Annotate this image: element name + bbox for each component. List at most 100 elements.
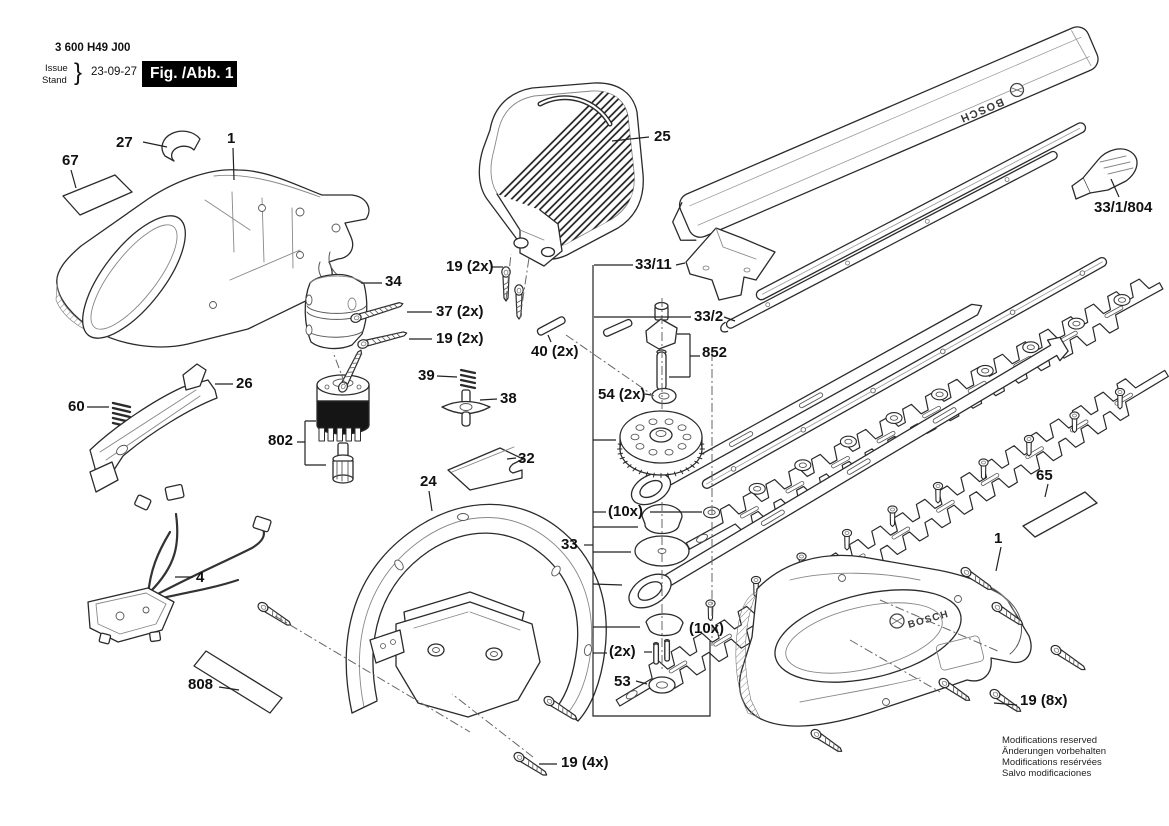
callout-53: 53: [614, 673, 631, 690]
part-54-washer-drawing: [651, 387, 677, 405]
callout-19-4x: 19 (4x): [561, 754, 609, 771]
washer-drawing: [1113, 294, 1131, 306]
part-808-label-drawing: [193, 650, 283, 714]
hand-guard-drawing: [478, 82, 644, 267]
washer-drawing: [748, 482, 766, 495]
callout-34: 34: [385, 273, 402, 290]
callout-40-2x: 40 (2x): [531, 343, 579, 360]
model-number: 3 600 H49 J00: [55, 42, 131, 54]
callout-33-2: 33/2: [694, 308, 724, 325]
issue-date: 23-09-27: [91, 66, 138, 78]
part-26-lever-drawing: [89, 363, 218, 493]
brace-glyph: }: [74, 59, 83, 86]
screw-drawing: [350, 302, 404, 323]
blade-slot: [713, 633, 732, 647]
screw-drawing: [978, 458, 989, 481]
callout-27: 27: [116, 134, 133, 151]
part-33-1-804-tip-drawing: [1071, 148, 1138, 200]
footer-note-de: Änderungen vorbehalten: [1002, 746, 1107, 757]
part-40-pins-drawing: [536, 316, 633, 337]
callout-32: 32: [518, 450, 535, 467]
figure-label: Fig. /Abb. 1: [142, 61, 237, 87]
gear-hole: [648, 448, 658, 456]
gear-hole: [630, 433, 640, 441]
blade-slot: [936, 499, 955, 513]
part-34-clamp-drawing: [304, 273, 368, 350]
part-802-motor-drawing: [316, 374, 370, 484]
issue-label: Issue: [45, 63, 68, 74]
screw-drawing: [810, 728, 843, 753]
callout-10x-b: (10x): [689, 620, 725, 637]
screw-drawing: [543, 695, 578, 720]
callout-39: 39: [418, 367, 435, 384]
screw-drawing: [991, 601, 1024, 626]
blade-slot: [785, 481, 805, 494]
screw-drawing: [1023, 434, 1035, 457]
screw-drawing: [357, 331, 408, 349]
blade-slot: [739, 506, 759, 519]
screw-drawing: [257, 601, 292, 626]
washer-drawing: [839, 435, 857, 448]
callout-4: 4: [196, 569, 205, 586]
screw-drawing: [938, 677, 971, 702]
callout-25: 25: [654, 128, 671, 145]
screw-drawing: [1114, 387, 1126, 410]
part-67-label-drawing: [62, 174, 133, 216]
callout-10x-a: (10x): [608, 503, 644, 520]
gear-hole: [664, 448, 674, 456]
footer-note-fr: Modifications resérvées: [1002, 757, 1102, 768]
blade-hole: [625, 690, 638, 700]
blade-slot: [876, 430, 896, 444]
screw-drawing: [989, 688, 1022, 713]
blade-slot: [922, 405, 941, 419]
gear-hole: [648, 418, 658, 426]
drive-link-arm-lower-drawing: [628, 336, 1069, 609]
gear-hole: [677, 443, 687, 450]
part-24-loop-handle-drawing: [345, 503, 607, 722]
screw-drawing: [1069, 411, 1080, 434]
part-60-spring-drawing: [111, 401, 132, 429]
callout-808: 808: [188, 676, 214, 693]
screw-drawing: [705, 599, 716, 622]
screw-drawing: [337, 349, 363, 393]
gear-hole: [677, 424, 687, 431]
washer-drawing: [976, 364, 994, 377]
part-38-impeller-drawing: [441, 389, 491, 427]
gear-wheel-drawing: [617, 410, 705, 478]
part-65-label-drawing: [1022, 491, 1098, 538]
gear-hole: [664, 418, 674, 426]
callout-19-8x: 19 (8x): [1020, 692, 1068, 709]
blade-slot: [1104, 305, 1124, 319]
callout-19-2x-b: 19 (2x): [436, 330, 484, 347]
blade-cover-drawing: BOSCH: [672, 26, 1099, 241]
blade-slot: [1025, 446, 1044, 460]
callout-67: 67: [62, 152, 79, 169]
screw-drawing: [960, 566, 993, 591]
gear-hole: [635, 443, 645, 450]
callout-54-2x: 54 (2x): [598, 386, 646, 403]
screw-drawing: [887, 505, 898, 528]
part-33-2-rail-drawing: [720, 150, 1058, 333]
callout-19-2x-a: 19 (2x): [446, 258, 494, 275]
part-housing-left-drawing: [55, 169, 370, 348]
callout-33-1-804: 33/1/804: [1094, 199, 1153, 216]
washer-drawing: [1022, 341, 1040, 354]
screw-drawing: [932, 481, 944, 504]
callout-33-11: 33/11: [635, 256, 672, 273]
leader-lines: [70, 136, 1120, 765]
blade-slot: [891, 526, 911, 540]
screw-drawing: [1050, 644, 1086, 671]
screw-drawing: [750, 575, 762, 598]
callout-2x: (2x): [609, 643, 636, 660]
screw-drawing: [513, 751, 548, 776]
screw-drawing: [841, 528, 853, 551]
part-housing-right-drawing: BOSCH: [735, 554, 1032, 727]
callout-65: 65: [1036, 467, 1053, 484]
cover-strip-drawing: [755, 122, 1087, 301]
eccentric-stack-drawing: [634, 503, 690, 694]
part-33-11-drawing: [685, 227, 776, 301]
gear-hole: [682, 433, 692, 441]
part-27-clip-drawing: [161, 130, 201, 162]
